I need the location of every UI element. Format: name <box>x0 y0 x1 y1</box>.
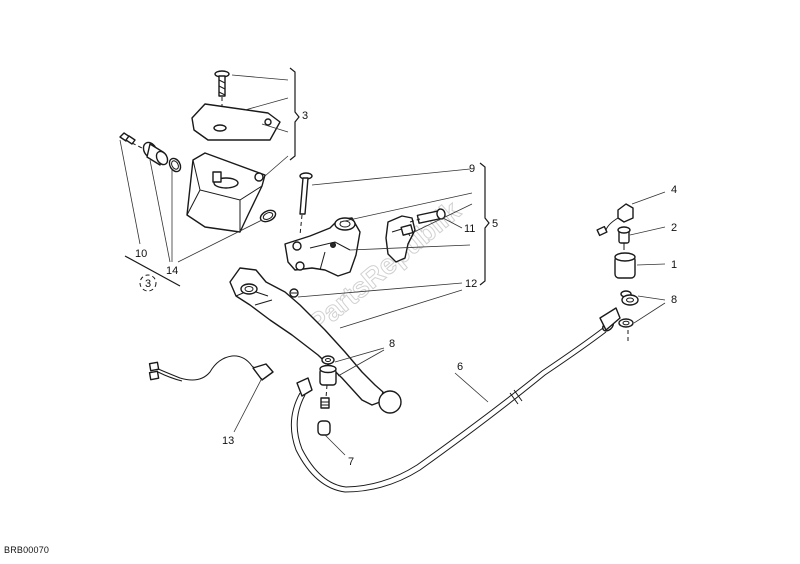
diagram-reference-code: BRB00070 <box>4 545 50 555</box>
callout-10: 10 <box>135 248 147 260</box>
cable-adjuster <box>617 226 631 250</box>
callout-2: 2 <box>671 222 677 234</box>
lever-bushing <box>319 364 337 386</box>
pump-long-bolt <box>299 172 313 215</box>
leader-lines <box>119 74 666 456</box>
callout-14: 14 <box>166 265 178 277</box>
bracket-10-14 <box>124 255 181 287</box>
reservoir-body <box>186 152 266 233</box>
callout-5: 5 <box>492 218 498 230</box>
clutch-cable <box>290 307 621 493</box>
callout-circle-3 <box>139 274 157 292</box>
callout-labels: 1 2 3 3 4 5 6 7 8 8 9 10 11 12 13 14 <box>135 110 677 468</box>
cable-adjuster-nut <box>614 252 636 279</box>
lever-pivot-bolt <box>317 397 331 436</box>
callout-4: 4 <box>671 184 677 196</box>
callout-9: 9 <box>469 163 475 175</box>
cable-adjuster-cap <box>596 203 634 237</box>
hose-fitting <box>142 141 169 166</box>
clutch-lever <box>229 267 402 414</box>
callout-3-circled: 3 <box>145 278 151 290</box>
callout-8-cable: 8 <box>671 294 677 306</box>
callout-8-lever: 8 <box>389 338 395 350</box>
pump-screw <box>289 288 299 298</box>
callout-1: 1 <box>671 259 677 271</box>
bracket-3 <box>289 67 300 161</box>
bracket-5 <box>479 162 490 286</box>
reservoir-side-oring <box>259 209 277 223</box>
banjo-bolt <box>119 132 136 145</box>
lever-washer <box>321 355 335 365</box>
callout-3: 3 <box>302 110 308 122</box>
callout-6: 6 <box>457 361 463 373</box>
clutch-switch <box>148 355 274 382</box>
reservoir-cap-screw <box>214 70 230 97</box>
handlebar-clamp <box>385 215 416 263</box>
callout-13: 13 <box>222 435 234 447</box>
callout-7: 7 <box>348 456 354 468</box>
cable-washers <box>618 290 639 342</box>
callout-12: 12 <box>465 278 477 290</box>
callout-11: 11 <box>464 223 475 235</box>
master-cylinder-pump <box>284 217 361 277</box>
reservoir-cap <box>191 103 281 141</box>
fitting-oring <box>168 157 182 173</box>
